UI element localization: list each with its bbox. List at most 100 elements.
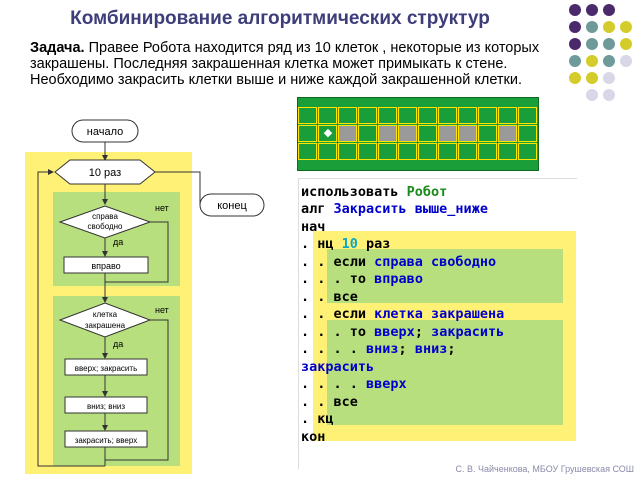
- robot-field: ◆: [297, 97, 539, 171]
- code-line-9: . . . то вверх; закрасить: [301, 324, 505, 340]
- action-paint-up-label: закрасить; вверх: [75, 436, 137, 445]
- field-cell: [358, 143, 377, 160]
- robot-marker: ◆: [323, 127, 333, 139]
- field-cell: [478, 125, 497, 142]
- code-line-14: . кц: [301, 411, 334, 427]
- if1-highlight: [327, 249, 563, 303]
- field-cell: [418, 125, 437, 142]
- task-label: Задача.: [30, 40, 85, 56]
- field-cell: [398, 125, 417, 142]
- field-cell: [358, 107, 377, 124]
- field-cell: [458, 107, 477, 124]
- condition2-yes: да: [113, 339, 123, 349]
- field-cell: [338, 125, 357, 142]
- field-cell: [298, 125, 317, 142]
- code-alg-name: Закрасить выше_ниже: [325, 201, 488, 217]
- code-line-12: . . . . вверх: [301, 376, 407, 392]
- code-line-8: . . если клетка закрашена: [301, 306, 505, 322]
- dot: [569, 72, 581, 84]
- decorative-dots: [565, 2, 640, 107]
- end-label: конец: [217, 200, 247, 212]
- field-cell: [458, 125, 477, 142]
- field-cell: [318, 125, 337, 142]
- field-cell: [298, 107, 317, 124]
- dot: [620, 55, 632, 67]
- field-cell: [438, 125, 457, 142]
- dot: [586, 21, 598, 33]
- field-cell: [518, 125, 537, 142]
- action-up-paint-label: вверх; закрасить: [75, 364, 137, 373]
- action-down-down-label: вниз; вниз: [87, 402, 125, 411]
- action-right-box: [63, 256, 149, 274]
- code-line-11: закрасить: [301, 359, 375, 375]
- field-cell: [378, 143, 397, 160]
- code-line-7: . . все: [301, 289, 358, 305]
- action-paint-up-box: [64, 430, 148, 448]
- field-cell: [498, 107, 517, 124]
- code-panel: использовать Робот алг Закрасить выше_ни…: [298, 178, 577, 469]
- task-description: Правее Робота находится ряд из 10 клеток…: [30, 40, 540, 88]
- loop-label: 10 раз: [89, 167, 121, 179]
- code-line-15: кон: [301, 429, 326, 445]
- code-line-10: . . . . вниз; вниз;: [301, 341, 456, 357]
- condition2-no: нет: [155, 305, 169, 315]
- code-line-5: . . если справа свободно: [301, 254, 497, 270]
- action-right-label: вправо: [91, 261, 120, 271]
- condition1-line2: свободно: [88, 222, 124, 231]
- field-cell: [298, 143, 317, 160]
- dot: [603, 89, 615, 101]
- dot: [603, 55, 615, 67]
- field-cell: [398, 107, 417, 124]
- field-cell: [498, 143, 517, 160]
- field-cell: [438, 107, 457, 124]
- field-cell: [518, 143, 537, 160]
- field-cell: [318, 143, 337, 160]
- code-line-1: использовать Робот: [301, 184, 447, 201]
- field-cell: [398, 143, 417, 160]
- dot: [586, 38, 598, 50]
- code-robot: Робот: [398, 184, 448, 200]
- condition1-yes: да: [113, 237, 123, 247]
- dot: [586, 55, 598, 67]
- dot: [569, 4, 581, 16]
- dot: [620, 38, 632, 50]
- dot: [586, 72, 598, 84]
- code-use-kw: использовать: [301, 184, 399, 200]
- field-cell: [318, 107, 337, 124]
- field-cell: [378, 125, 397, 142]
- condition2-line2: закрашена: [85, 321, 126, 330]
- field-cell: [438, 143, 457, 160]
- page-title: Комбинирование алгоритмических структур: [70, 8, 490, 29]
- dot: [603, 38, 615, 50]
- field-cell: [418, 143, 437, 160]
- dot: [569, 21, 581, 33]
- condition1-no: нет: [155, 203, 169, 213]
- field-cell: [518, 107, 537, 124]
- start-label: начало: [87, 126, 123, 138]
- field-cell: [498, 125, 517, 142]
- code-line-2: алг Закрасить выше_ниже: [301, 201, 488, 218]
- code-line-6: . . . то вправо: [301, 271, 423, 287]
- credit: С. В. Чайченкова, МБОУ Грушевская СОШ: [455, 464, 635, 474]
- end-terminal: [199, 193, 265, 217]
- action-up-paint-box: [64, 358, 148, 376]
- field-cell: [338, 107, 357, 124]
- field-cell: [478, 143, 497, 160]
- condition2-line1: клетка: [93, 310, 118, 319]
- condition1-line1: справа: [92, 212, 118, 221]
- action-down-down-box: [64, 396, 148, 414]
- dot: [586, 89, 598, 101]
- dot: [603, 72, 615, 84]
- task-text: Задача. Правее Робота находится ряд из 1…: [30, 40, 540, 88]
- code-line-3: нач: [301, 219, 326, 235]
- dot: [569, 38, 581, 50]
- field-cell: [358, 125, 377, 142]
- dot: [603, 4, 615, 16]
- if2-highlight: [327, 320, 563, 425]
- field-cell: [418, 107, 437, 124]
- code-line-13: . . все: [301, 394, 358, 410]
- field-cell: [378, 107, 397, 124]
- dot: [620, 21, 632, 33]
- code-alg-kw: алг: [301, 201, 326, 217]
